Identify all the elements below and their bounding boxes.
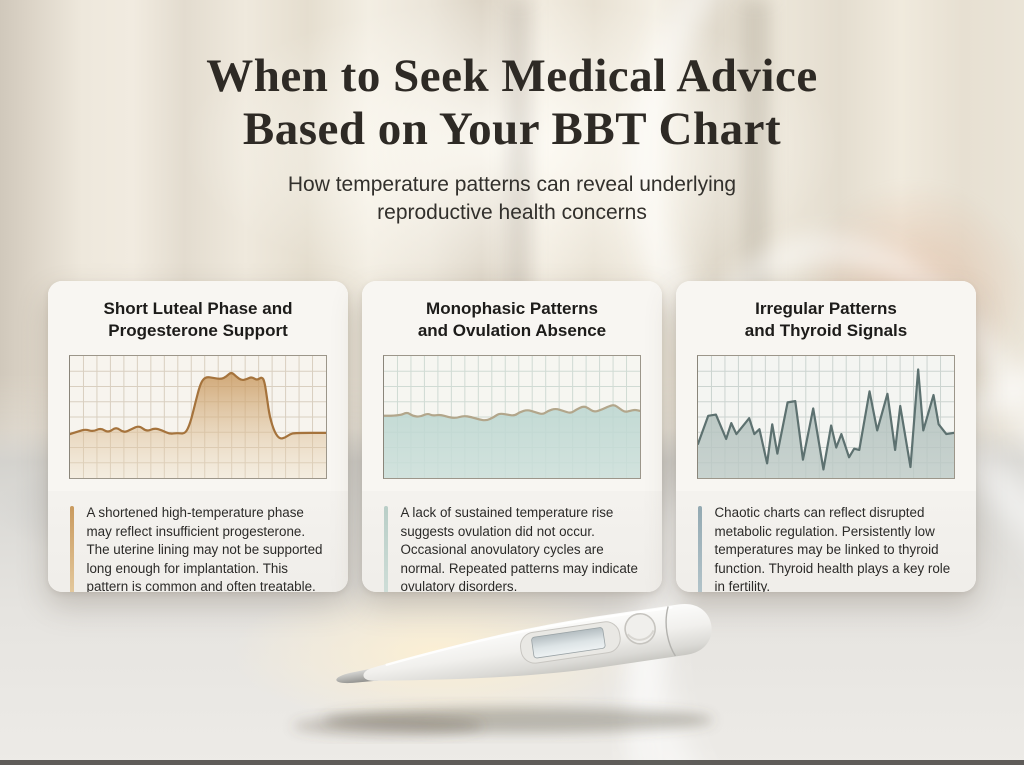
page-title: When to Seek Medical Advice Based on You…	[0, 50, 1024, 155]
page-title-line-2: Based on Your BBT Chart	[242, 102, 782, 155]
bbt-chart-monophasic	[383, 355, 641, 480]
thermometer-button-shade	[626, 629, 655, 641]
card-title-line-2: and Ovulation Absence	[417, 321, 607, 341]
card-description: A shortened high-temperature phase may r…	[86, 505, 323, 592]
accent-bar	[698, 506, 702, 592]
page-title-line-1: When to Seek Medical Advice	[206, 50, 818, 102]
thermometer-body-group	[336, 603, 712, 684]
thermometer-illustration	[293, 603, 713, 736]
chart-canvas	[70, 356, 326, 479]
chart-canvas	[384, 356, 640, 479]
card-text-section: A shortened high-temperature phase may r…	[48, 491, 348, 592]
card-description: Chaotic charts can reflect disrupted met…	[714, 505, 951, 592]
thermometer-cap-seam	[665, 606, 677, 657]
cards-row: Short Luteal Phase and Progesterone Supp…	[48, 281, 976, 592]
card-top-section: Monophasic Patterns and Ovulation Absenc…	[362, 281, 662, 492]
bottom-edge-strip	[0, 760, 1024, 765]
card-title-line-1: Short Luteal Phase and	[103, 299, 293, 318]
card-text-section: A lack of sustained temperature rise sug…	[362, 491, 662, 592]
page-subtitle-line-2: reproductive health concerns	[377, 200, 647, 224]
accent-bar	[384, 506, 388, 592]
page-subtitle: How temperature patterns can reveal unde…	[0, 171, 1024, 226]
card-description: A lack of sustained temperature rise sug…	[400, 505, 638, 592]
window-mullion	[508, 0, 530, 350]
card-top-section: Short Luteal Phase and Progesterone Supp…	[48, 281, 348, 492]
card-top-section: Irregular Patterns and Thyroid Signals	[676, 281, 976, 492]
card-title: Monophasic Patterns and Ovulation Absenc…	[382, 298, 642, 342]
card-title-line-1: Monophasic Patterns	[426, 299, 598, 318]
thermometer-power-button	[624, 612, 656, 645]
page-subtitle-line-1: How temperature patterns can reveal unde…	[287, 173, 737, 197]
bbt-chart-short-luteal	[69, 355, 327, 480]
thermometer-highlight	[385, 606, 673, 666]
card-title: Irregular Patterns and Thyroid Signals	[696, 298, 956, 342]
chart-canvas	[698, 356, 954, 479]
card-text-section: Chaotic charts can reflect disrupted met…	[676, 491, 976, 592]
card-title: Short Luteal Phase and Progesterone Supp…	[68, 298, 328, 342]
card-title-line-1: Irregular Patterns	[755, 299, 897, 318]
card-short-luteal-phase: Short Luteal Phase and Progesterone Supp…	[48, 281, 348, 592]
card-monophasic-patterns: Monophasic Patterns and Ovulation Absenc…	[362, 281, 662, 592]
accent-bar	[70, 506, 74, 592]
thermometer-shadow	[293, 716, 483, 736]
bbt-chart-irregular	[697, 355, 955, 480]
card-title-line-2: Progesterone Support	[108, 321, 288, 341]
header: When to Seek Medical Advice Based on You…	[0, 50, 1024, 226]
card-irregular-patterns: Irregular Patterns and Thyroid Signals C…	[676, 281, 976, 592]
card-title-line-2: and Thyroid Signals	[744, 321, 908, 341]
thermometer-lcd-screen	[531, 627, 606, 659]
